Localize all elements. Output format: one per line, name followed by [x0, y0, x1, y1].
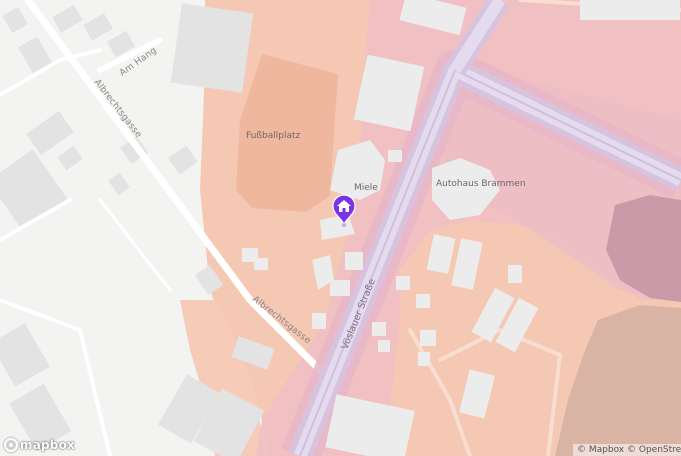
building: [17, 36, 53, 74]
location-marker[interactable]: [332, 194, 356, 227]
building: [168, 145, 198, 175]
label-fussballplatz: Fußballplatz: [246, 131, 301, 141]
building: [330, 280, 350, 296]
buildings-west: [0, 3, 275, 456]
label-autohaus: Autohaus Brammen: [436, 179, 526, 189]
building: [312, 313, 326, 329]
building: [459, 369, 495, 419]
building: [508, 265, 522, 283]
building: [432, 158, 500, 220]
building: [170, 3, 254, 93]
building: [312, 255, 334, 290]
building: [57, 145, 83, 171]
main-road-north-inner: [449, 0, 506, 74]
street-minor: [0, 198, 72, 242]
building: [108, 172, 130, 196]
street-minor: [438, 327, 563, 456]
map-attribution: © Mapbox © OpenStreetMap: [573, 444, 681, 456]
mapbox-logo-icon: [4, 438, 18, 452]
mauve-area: [606, 195, 681, 302]
building: [495, 297, 539, 353]
attribution-osm-link[interactable]: © OpenStreetMap: [627, 445, 681, 455]
building: [52, 4, 83, 33]
marker-shadow: [342, 223, 346, 227]
building: [345, 252, 363, 270]
building: [418, 352, 430, 366]
street-minor: [0, 48, 102, 97]
building: [325, 394, 415, 456]
street-minor: [0, 298, 112, 456]
building: [2, 6, 28, 34]
building: [399, 0, 467, 36]
building: [471, 287, 515, 343]
building: [416, 294, 430, 308]
building: [0, 323, 50, 387]
building: [9, 383, 72, 452]
building: [451, 238, 483, 290]
label-miele: Miele: [354, 183, 378, 193]
building: [193, 388, 265, 456]
home-icon: [337, 200, 351, 212]
building: [254, 258, 268, 270]
building: [158, 374, 220, 444]
mapbox-logo-text: mapbox: [20, 438, 75, 452]
building: [372, 322, 386, 336]
building: [0, 149, 68, 231]
buildings-central: [242, 0, 680, 456]
mapbox-logo[interactable]: mapbox: [4, 437, 75, 453]
building: [26, 110, 74, 156]
building: [580, 0, 680, 20]
building: [83, 13, 113, 41]
building: [353, 54, 425, 132]
building: [426, 234, 456, 274]
building: [388, 150, 402, 162]
attribution-mapbox-link[interactable]: © Mapbox: [577, 445, 625, 455]
street-am-hang: [97, 37, 163, 73]
sports-field: [236, 54, 338, 212]
street-minor: [98, 198, 172, 292]
building: [420, 330, 436, 346]
building: [231, 336, 275, 370]
building: [378, 340, 390, 352]
industrial-area: [555, 305, 681, 456]
building: [194, 265, 224, 295]
building: [106, 30, 136, 58]
building: [330, 140, 385, 200]
building: [396, 276, 410, 290]
